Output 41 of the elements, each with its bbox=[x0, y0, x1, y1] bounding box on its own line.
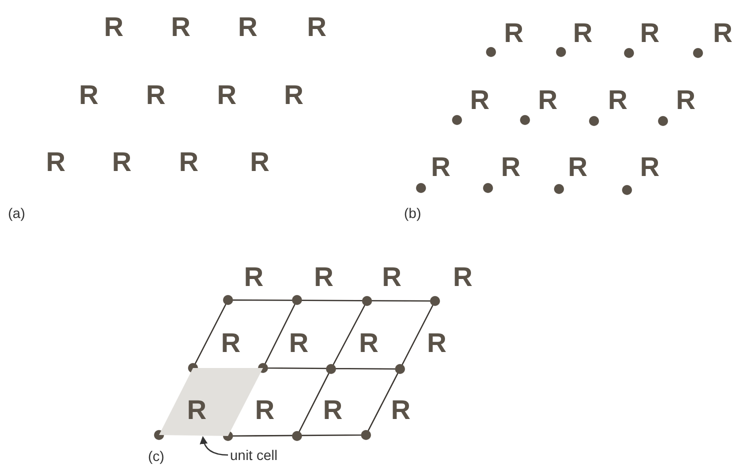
motif-letter: R bbox=[314, 263, 334, 291]
motif-letter: R bbox=[171, 13, 190, 41]
panel-label: (b) bbox=[404, 205, 422, 221]
motif-letter: R bbox=[79, 81, 98, 109]
motif-letter: R bbox=[112, 148, 132, 176]
motif-letter: R bbox=[217, 81, 236, 109]
motif-letter: R bbox=[238, 13, 258, 41]
motif-letter: R bbox=[289, 329, 308, 357]
motif-letter: R bbox=[323, 396, 342, 424]
motif-letter: R bbox=[640, 153, 660, 181]
motif-letter: R bbox=[187, 396, 206, 424]
motif-letter: R bbox=[573, 19, 592, 47]
callout-text: unit cell bbox=[230, 447, 278, 463]
motif-letter: R bbox=[676, 86, 696, 114]
motif-letter: R bbox=[250, 148, 270, 176]
leader-line bbox=[200, 436, 228, 456]
motif-letter: R bbox=[146, 81, 166, 109]
motif-letter: R bbox=[470, 86, 490, 114]
panel-label: (c) bbox=[148, 448, 164, 464]
motif-letter: R bbox=[255, 396, 274, 424]
panel-label: (a) bbox=[8, 205, 26, 221]
motif-letter: R bbox=[453, 263, 472, 291]
motif-letter: R bbox=[359, 329, 378, 357]
motif-letter: R bbox=[307, 13, 326, 41]
motif-letter: R bbox=[221, 329, 240, 357]
motif-letter: R bbox=[382, 263, 402, 291]
motif-letter: R bbox=[104, 13, 124, 41]
motif-letter: R bbox=[179, 148, 198, 176]
motif-letter: R bbox=[391, 396, 410, 424]
motif-letter: R bbox=[244, 263, 264, 291]
motif-letter: R bbox=[501, 153, 520, 181]
motif-letter: R bbox=[431, 153, 450, 181]
motif-letter: R bbox=[427, 329, 446, 357]
motif-letter: R bbox=[504, 19, 524, 47]
motif-letter: R bbox=[568, 153, 588, 181]
motif-letter: R bbox=[713, 19, 732, 47]
motif-letter: R bbox=[46, 148, 66, 176]
motif-letter: R bbox=[538, 86, 558, 114]
motif-letter: R bbox=[608, 86, 628, 114]
motif-letter: R bbox=[640, 19, 660, 47]
motif-letter: R bbox=[284, 81, 304, 109]
